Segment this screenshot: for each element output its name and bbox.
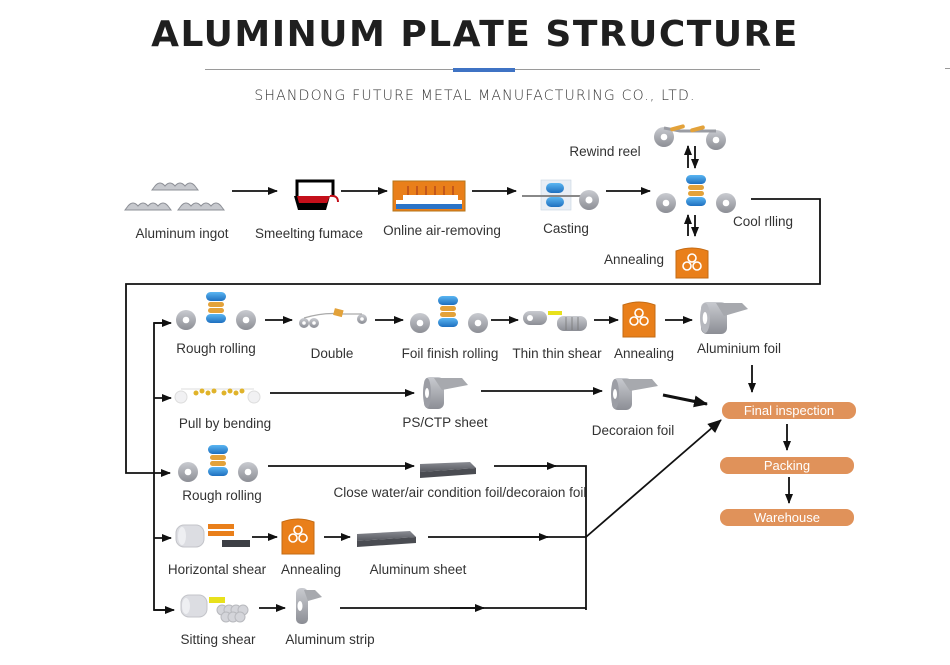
page-title: ALUMINUM PLATE STRUCTURE [151,14,799,55]
arrow-decorfoil-final [662,393,708,408]
title-accent-bar [453,68,515,72]
label-sitting-shear: Sitting shear [180,632,256,647]
label-aluminum-sheet: Aluminum sheet [370,562,467,577]
warehouse-box: Warehouse [720,509,854,526]
label-rough-rolling-1: Rough rolling [176,341,256,356]
strip-coil-icon [296,588,322,624]
company-subtitle: SHANDONG FUTURE METAL MANUFACTURING CO.,… [254,88,696,104]
packing-label: Packing [764,458,810,473]
label-foil-finish-rolling: Foil finish rolling [402,346,499,361]
ingot-icon [124,182,225,211]
connector-coolroll-loop [125,198,821,477]
annealing-furnace-icon-2 [622,301,656,338]
annealing-furnace-icon-top [675,247,709,279]
packing-box: Packing [720,457,854,474]
connectors [125,145,821,614]
label-cool-rolling: Cool rlling [733,214,793,229]
stage-labels: Aluminum ingot Smeelting fumace Online a… [135,144,793,647]
foil-roll-icon [700,302,748,334]
final-inspection-label: Final inspection [744,403,834,418]
label-annealing-top: Annealing [604,252,664,267]
cut-to-length-icon [175,524,250,548]
arrow-merge-final [585,419,722,538]
label-double: Double [311,346,354,361]
furnace-icon [294,179,339,210]
rolling-mill-icon-rough1 [176,292,256,330]
slitter-icon-sitshear [180,594,249,623]
label-pull-by-bending: Pull by bending [179,416,271,431]
warehouse-label: Warehouse [754,510,820,525]
air-removing-icon [392,180,466,212]
divider-mark [945,68,950,69]
coil-icon-psctp [423,377,468,409]
label-rewind-reel: Rewind reel [569,144,640,159]
rolling-mill-icon-rough2 [178,445,258,482]
tension-leveler-icon [174,388,261,404]
slitter-icon-thinshear [523,311,587,331]
rewind-reel-icon [654,124,726,150]
rolling-mill-icon-cool [656,175,736,213]
label-annealing-3: Annealing [281,562,341,577]
coil-icon-decorfoil [611,378,658,410]
label-horizontal-shear: Horizontal shear [168,562,267,577]
label-rough-rolling-2: Rough rolling [182,488,262,503]
annealing-furnace-icon-3 [281,518,315,555]
label-ps-ctp-sheet: PS/CTP sheet [402,415,488,430]
plate-icon-closewater [420,462,476,478]
label-smelting-furnace: Smeelting fumace [255,226,363,241]
rolling-mill-icon-foilfinish [410,296,488,333]
casting-roller-icon [522,179,599,211]
label-casting: Casting [543,221,589,236]
label-thin-thin-shear: Thin thin shear [512,346,602,361]
label-aluminum-strip: Aluminum strip [285,632,374,647]
doubling-icon [299,308,367,328]
label-aluminum-ingot: Aluminum ingot [135,226,228,241]
label-close-water-air-foil: Close water/air condition foil/decoraion… [334,485,587,500]
final-inspection-box: Final inspection [722,402,856,419]
plate-icon-alusheet [357,531,416,547]
label-aluminium-foil: Aluminium foil [697,341,781,356]
label-online-air-removing: Online air-removing [383,223,501,238]
label-annealing-2: Annealing [614,346,674,361]
label-decoration-foil: Decoraion foil [592,423,675,438]
